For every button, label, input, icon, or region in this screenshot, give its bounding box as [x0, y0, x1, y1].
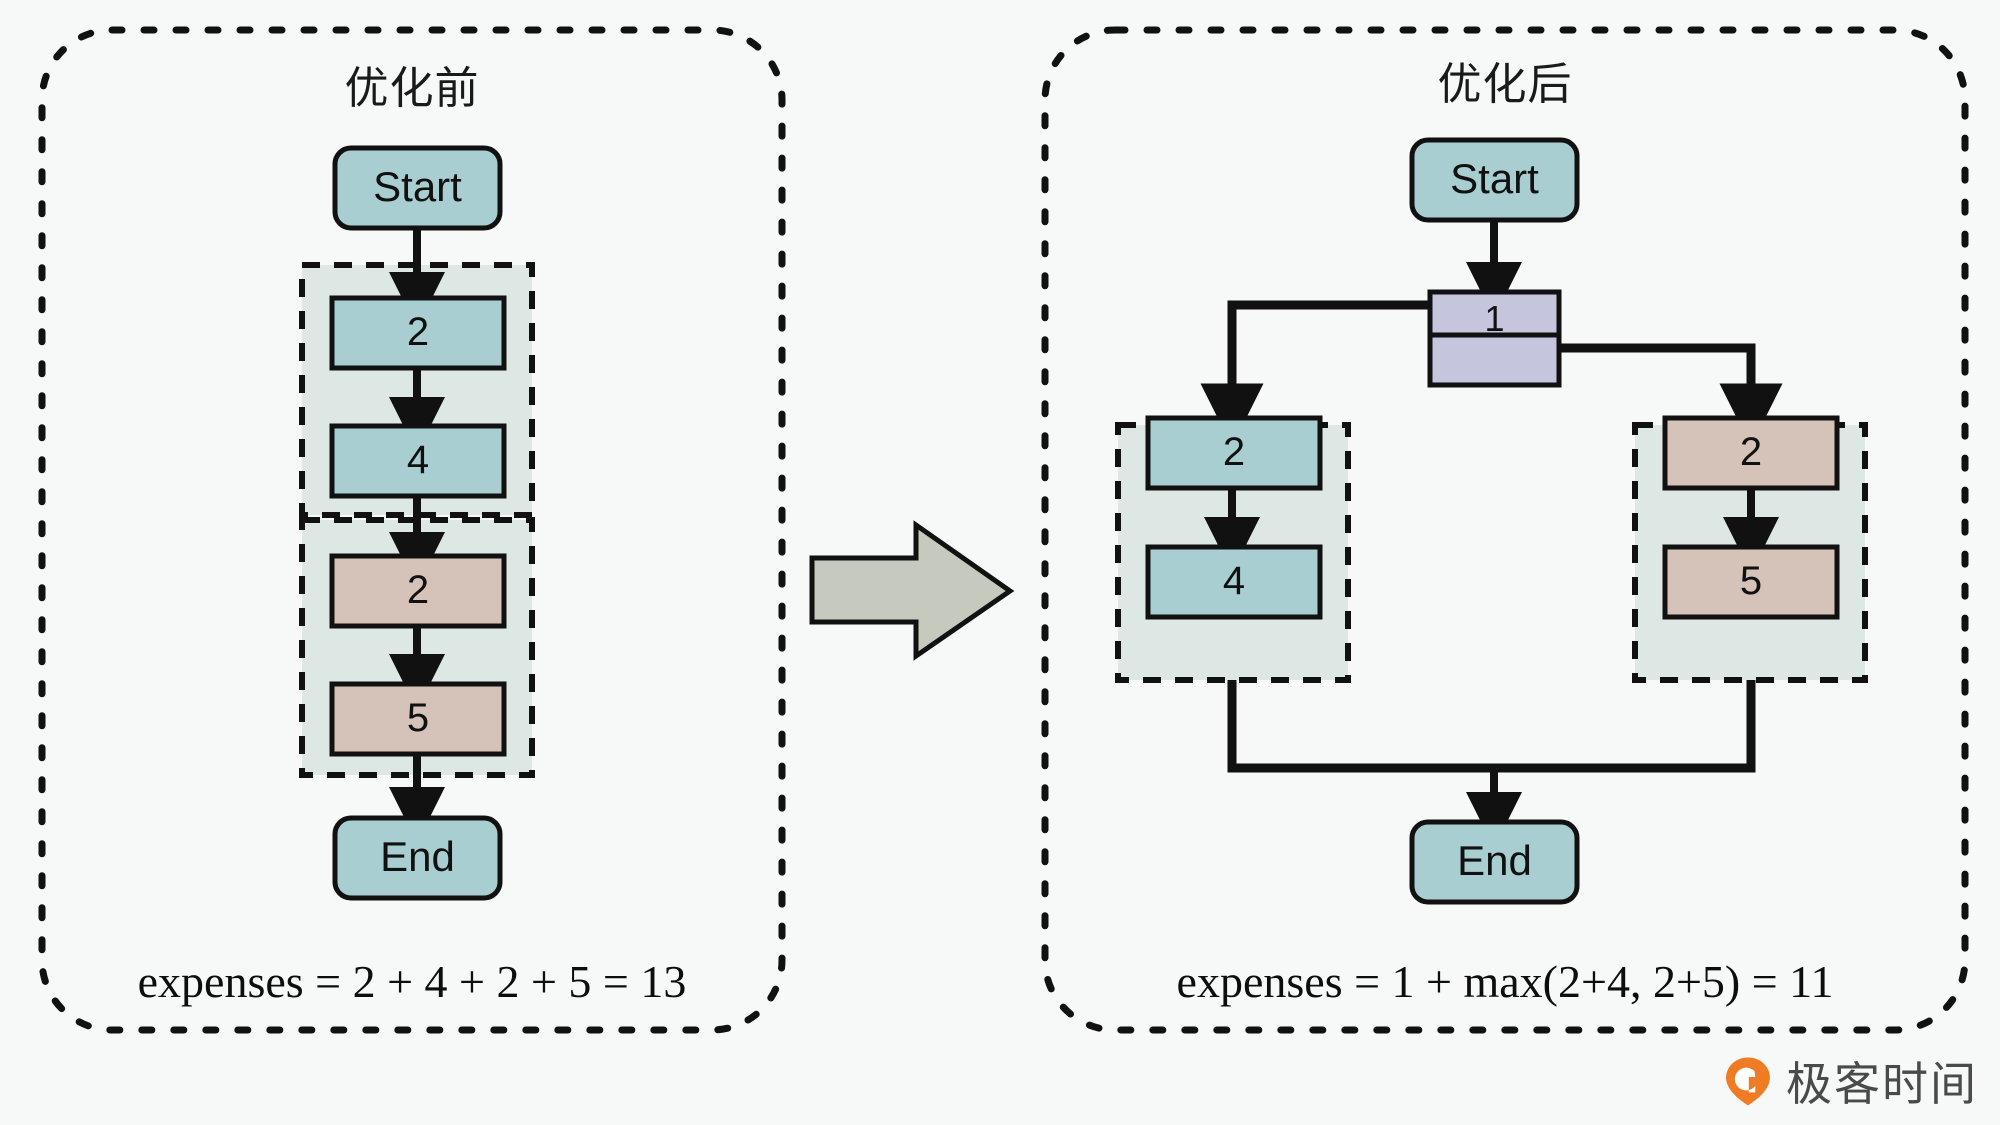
node-left-2[interactable] [1145, 415, 1323, 491]
node-right-2[interactable] [1662, 415, 1840, 491]
edge-fork-to-left-branch [1200, 300, 1430, 447]
formula-after: expenses = 1 + max(2+4, 2+5) = 11 [1176, 956, 1834, 1007]
edge-right-branch-to-merge [1494, 680, 1756, 773]
transition-arrow-icon [809, 520, 1015, 661]
edge-left-branch-to-merge [1227, 680, 1494, 773]
node-start-after[interactable] [1409, 137, 1580, 223]
node-end-before[interactable] [332, 815, 503, 901]
formula-before: expenses = 2 + 4 + 2 + 5 = 13 [137, 956, 687, 1007]
watermark-text: 极客时间 [1786, 1058, 1978, 1110]
node-4a[interactable] [329, 423, 507, 499]
node-right-5[interactable] [1662, 544, 1840, 620]
node-left-4[interactable] [1145, 544, 1323, 620]
panel-outline-after [1041, 26, 1969, 1034]
watermark: 极客时间 [1722, 1048, 1978, 1114]
node-end-after[interactable] [1409, 819, 1580, 905]
panel-outline-before [38, 26, 786, 1034]
node-5b[interactable] [329, 681, 507, 757]
node-2b[interactable] [329, 553, 507, 629]
geektime-logo-icon [1722, 1055, 1774, 1107]
node-2a[interactable] [329, 295, 507, 371]
panel-title-before: 优化前 [344, 64, 480, 113]
edge-fork-to-right-branch [1559, 343, 1783, 447]
node-start-before[interactable] [332, 145, 503, 231]
panel-title-after: 优化后 [1437, 60, 1573, 109]
node-fork-1-lower[interactable] [1427, 332, 1562, 388]
